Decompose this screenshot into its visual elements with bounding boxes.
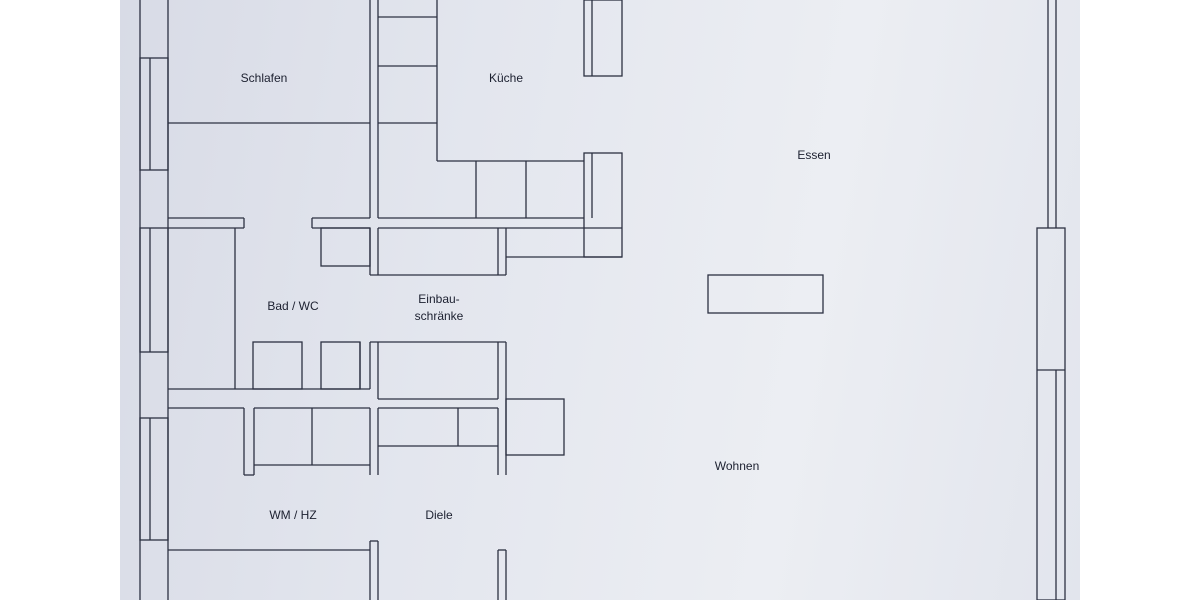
left-exterior-wall <box>139 0 169 600</box>
room-label-diele: Diele <box>425 508 453 522</box>
bad-fixture-1 <box>252 341 303 390</box>
room-schlafen-walls <box>168 0 379 229</box>
room-bad-walls <box>168 228 507 400</box>
room-label-einbau-line-1: Einbau- <box>418 292 460 306</box>
kitchen-counters <box>378 0 623 275</box>
kitchen-column <box>583 0 623 77</box>
window-wm <box>139 417 169 541</box>
room-label-wm-hz: WM / HZ <box>269 508 317 522</box>
window-right <box>1036 227 1066 600</box>
right-exterior-wall <box>1036 0 1066 600</box>
room-label-schlafen: Schlafen <box>240 71 288 85</box>
room-label-einbau-line-2: schränke <box>414 309 464 323</box>
diele-cabinet <box>505 398 565 456</box>
window-bad <box>139 227 169 353</box>
room-label-wohnen: Wohnen <box>714 459 760 473</box>
room-label-kueche: Küche <box>488 71 524 85</box>
dining-table <box>707 274 824 314</box>
window-schlafen <box>139 57 169 171</box>
room-label-bad-wc: Bad / WC <box>267 299 319 313</box>
room-label-essen: Essen <box>797 148 831 162</box>
kitchen-corner-unit <box>583 152 623 258</box>
room-wm-diele-walls <box>168 398 565 600</box>
paper-sheet <box>120 0 1080 600</box>
room-label-einbauschraenke: Einbau- schränke <box>415 291 464 325</box>
bad-fixture-2 <box>320 341 361 390</box>
cabinet-small <box>320 227 371 267</box>
central-core <box>320 227 506 276</box>
